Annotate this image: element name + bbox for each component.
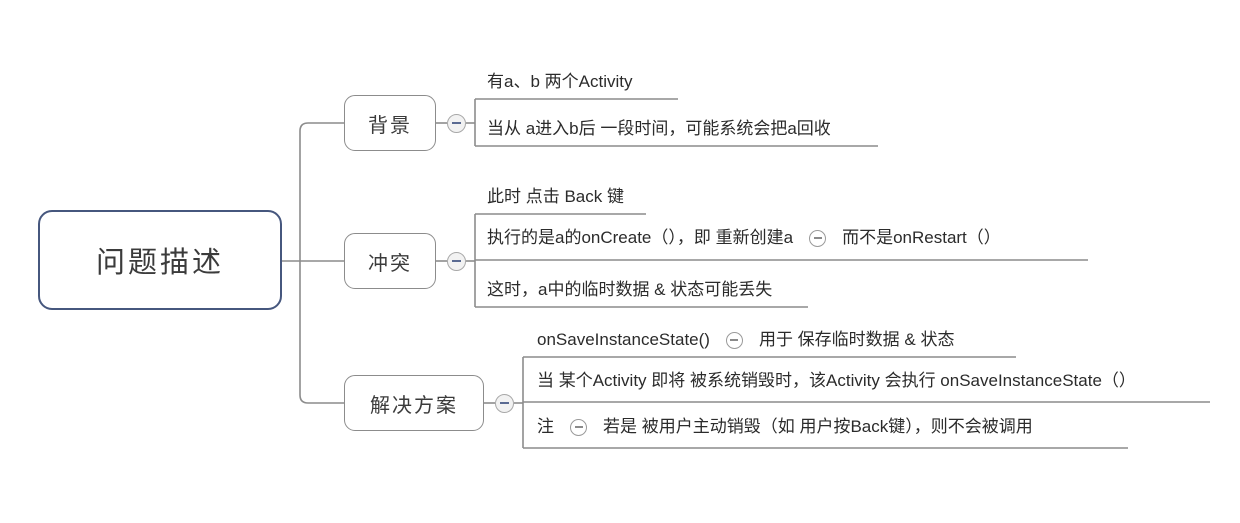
branch-node-conflict-label: 冲突 — [368, 252, 412, 275]
branch-node-solution-label: 解决方案 — [370, 394, 458, 417]
list-item-cf-item-3[interactable]: 这时，a中的临时数据 & 状态可能丢失 — [485, 280, 774, 306]
collapse-minus-icon-inline-note[interactable] — [570, 418, 587, 436]
leaf-text: onSaveInstanceState() 用于 保存临时数据 & 状态 — [535, 330, 956, 356]
list-item-sol-item-3[interactable]: 注 若是 被用户主动销毁（如 用户按Back键），则不会被调用 — [535, 417, 1035, 443]
collapse-minus-icon-background[interactable] — [447, 113, 466, 133]
leaf-text: 有a、b 两个Activity — [485, 72, 634, 98]
root-node-label: 问题描述 — [95, 247, 224, 279]
leaf-segment-text: 有a、b 两个Activity — [487, 72, 633, 91]
leaf-text: 当 某个Activity 即将 被系统销毁时，该Activity 会执行 onS… — [535, 371, 1138, 397]
leaf-segment-text: 此时 点击 Back 键 — [487, 187, 624, 206]
collapse-minus-icon-conflict[interactable] — [447, 251, 466, 271]
leaf-text: 执行的是a的onCreate（），即 重新创建a 而不是onRestart（） — [485, 228, 1003, 254]
collapse-minus-icon-solution[interactable] — [495, 393, 514, 413]
leaf-segment-text: 这时，a中的临时数据 & 状态可能丢失 — [487, 280, 773, 299]
list-item-sol-item-2[interactable]: 当 某个Activity 即将 被系统销毁时，该Activity 会执行 onS… — [535, 371, 1138, 397]
leaf-text: 这时，a中的临时数据 & 状态可能丢失 — [485, 280, 774, 306]
collapse-minus-icon-inline-oncreate[interactable] — [809, 229, 827, 247]
leaf-segment-text: onSaveInstanceState() — [537, 330, 710, 349]
list-item-cf-item-2[interactable]: 执行的是a的onCreate（），即 重新创建a 而不是onRestart（） — [485, 228, 1003, 254]
branch-node-conflict[interactable]: 冲突 — [344, 233, 436, 289]
branch-node-background-label: 背景 — [368, 114, 412, 137]
leaf-text: 注 若是 被用户主动销毁（如 用户按Back键），则不会被调用 — [535, 417, 1035, 443]
wire-trunk-solution — [299, 261, 344, 404]
list-item-cf-item-1[interactable]: 此时 点击 Back 键 — [485, 187, 626, 213]
root-node[interactable]: 问题描述 — [38, 210, 282, 310]
wire-trunk-background — [299, 122, 344, 261]
collapse-minus-icon-inline-onsaveinstancestate[interactable] — [725, 331, 743, 349]
leaf-segment-text: 当 某个Activity 即将 被系统销毁时，该Activity 会执行 onS… — [537, 371, 1136, 390]
leaf-segment-text: 而不是onRestart（） — [842, 228, 1001, 247]
leaf-text: 此时 点击 Back 键 — [485, 187, 626, 213]
leaf-text: 当从 a进入b后 一段时间，可能系统会把a回收 — [485, 119, 833, 145]
list-item-bg-item-2[interactable]: 当从 a进入b后 一段时间，可能系统会把a回收 — [485, 119, 833, 145]
list-item-bg-item-1[interactable]: 有a、b 两个Activity — [485, 72, 634, 98]
branch-node-background[interactable]: 背景 — [344, 95, 436, 151]
branch-node-solution[interactable]: 解决方案 — [344, 375, 484, 431]
leaf-segment-text: 执行的是a的onCreate（），即 重新创建a — [487, 228, 794, 247]
leaf-segment-text: 用于 保存临时数据 & 状态 — [758, 330, 955, 349]
list-item-sol-item-1[interactable]: onSaveInstanceState() 用于 保存临时数据 & 状态 — [535, 330, 956, 356]
leaf-segment-text: 注 — [537, 417, 554, 436]
leaf-segment-text: 若是 被用户主动销毁（如 用户按Back键），则不会被调用 — [603, 417, 1033, 436]
leaf-segment-text: 当从 a进入b后 一段时间，可能系统会把a回收 — [487, 119, 831, 138]
